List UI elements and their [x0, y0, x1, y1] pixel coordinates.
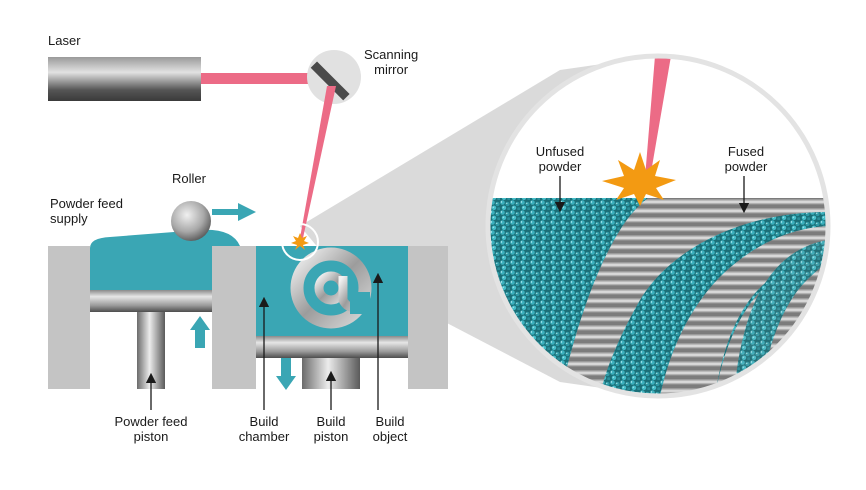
label-build-object-line1: Build — [375, 414, 405, 429]
scanning-mirror — [310, 61, 350, 101]
powder-band — [628, 212, 828, 396]
label-powder-feed-piston: Powder feed piston — [108, 414, 194, 444]
laser-spark-large — [602, 152, 676, 206]
label-build-piston: Build piston — [304, 414, 358, 444]
roller — [171, 201, 211, 241]
label-build-piston-line1: Build — [316, 414, 346, 429]
roller-arrow-icon — [212, 203, 256, 221]
laser-beam-down — [300, 86, 336, 238]
laser-body — [48, 57, 201, 101]
powder-feed-powder — [90, 229, 240, 290]
at-sign-icon — [290, 247, 372, 329]
feed-up-arrow-icon — [190, 316, 210, 348]
laser-beam-horizontal — [201, 73, 333, 84]
label-powder-feed-supply-line1: Powder feed — [50, 196, 123, 211]
label-scanning-mirror-line2: mirror — [374, 62, 409, 77]
laser-spark-small — [291, 233, 309, 250]
label-scanning-mirror: Scanning mirror — [364, 47, 418, 77]
label-build-object: Build object — [363, 414, 417, 444]
zoom-circle-border — [485, 53, 831, 399]
label-powder-feed-supply-line2: supply — [50, 211, 88, 226]
zoom-source-circle — [281, 223, 319, 261]
label-powder-feed-piston-line1: Powder feed — [114, 414, 188, 429]
label-powder-feed-supply: Powder feed supply — [50, 196, 123, 226]
label-roller-text: Roller — [172, 171, 206, 186]
label-powder-feed-piston-line2: piston — [133, 429, 169, 444]
build-chamber-wall-right — [408, 246, 448, 389]
label-fused-powder-line2: powder — [724, 159, 768, 174]
label-build-object-line2: object — [372, 429, 408, 444]
powder-feed-wall-right — [212, 246, 256, 389]
label-build-chamber: Build chamber — [233, 414, 295, 444]
label-fused-powder: Fused powder — [716, 144, 776, 174]
laser-beam-zoom — [644, 56, 671, 190]
powder-feed-wall-left — [48, 246, 90, 389]
label-build-piston-line2: piston — [313, 429, 349, 444]
build-platform — [256, 336, 408, 358]
fused-layer-lower — [640, 212, 828, 396]
build-down-arrow-icon — [276, 358, 296, 390]
label-unfused-powder: Unfused powder — [528, 144, 592, 174]
label-laser-text: Laser — [48, 33, 81, 48]
label-scanning-mirror-line1: Scanning — [364, 47, 419, 62]
label-laser: Laser — [48, 33, 81, 48]
label-fused-powder-line1: Fused — [727, 144, 765, 159]
scanning-mirror-housing — [307, 50, 361, 104]
powder-feed-piston — [137, 312, 165, 389]
powder-feed-platform — [90, 290, 212, 312]
label-unfused-powder-line1: Unfused — [535, 144, 585, 159]
label-unfused-powder-line2: powder — [538, 159, 582, 174]
label-roller: Roller — [172, 171, 206, 186]
label-build-chamber-line2: chamber — [238, 429, 290, 444]
fused-layer-main — [560, 198, 828, 396]
label-build-chamber-line1: Build — [249, 414, 279, 429]
